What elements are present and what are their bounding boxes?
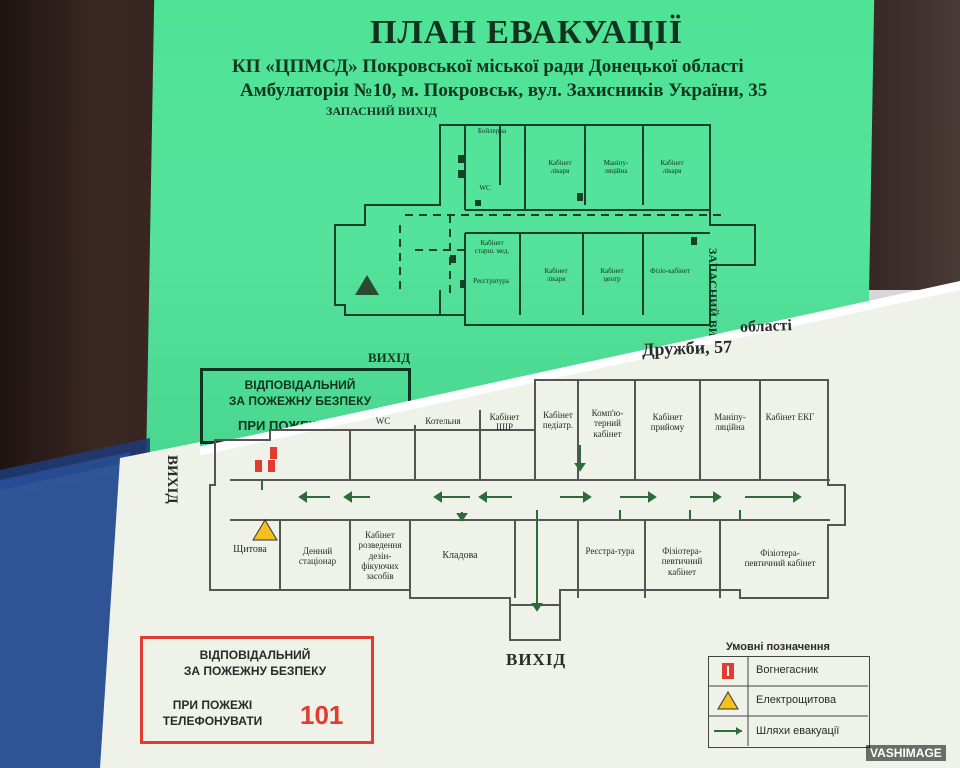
bottom-responsible-line-2: ЗА ПОЖЕЖНУ БЕЗПЕКУ (183, 663, 327, 678)
top-room-reg: Реєстратура (473, 277, 509, 285)
bottom-fire-text: ПРИ ПОЖЕЖІ ТЕЛЕФОНУВАТИ (150, 698, 275, 729)
bottom-responsible-box (140, 636, 374, 744)
bottom-main-exit-label: ВИХІД (506, 650, 567, 669)
top-main-exit-label: ВИХІД (368, 350, 411, 365)
top-room-boiler: Бойлерна (477, 127, 507, 135)
bottom-fire-line-2: ТЕЛЕФОНУВАТИ (162, 713, 263, 728)
top-room-cab-3: Кабінет лікаря (544, 267, 568, 283)
bottom-room-dez: Кабінет розведення дезін-фікуючих засобі… (358, 530, 402, 582)
bottom-room-physio-1: Фізіотера-певтичний кабінет (661, 546, 703, 577)
bottom-room-cab-prym: Кабінет прийому (650, 412, 685, 433)
watermark: VASHIMAGE (866, 745, 946, 761)
bottom-room-reg: Реєстра-тура (585, 546, 635, 556)
bottom-header-line-1: області (739, 317, 793, 336)
top-room-wc: WC (479, 184, 491, 192)
legend-symbols (708, 656, 868, 746)
electric-panel-icon (717, 691, 739, 710)
bottom-responsible-text: ВІДПОВІДАЛЬНИЙ ЗА ПОЖЕЖНУ БЕЗПЕКУ (150, 648, 360, 679)
bottom-room-comp: Комп'ю-терний кабінет (591, 408, 624, 439)
bottom-room-manip: Маніпу-ляційна (714, 412, 746, 433)
bottom-room-storage: Кладова (442, 550, 478, 561)
bottom-side-exit-label: ВИХІД (164, 455, 180, 504)
top-floor-plan (334, 124, 756, 326)
bottom-room-physio-2: Фізіотера-певтичний кабінет (744, 548, 816, 569)
legend-item-2: Електрощитова (756, 694, 837, 706)
top-sign-subtitle-1: КП «ЦПМСД» Покровської міської ради Доне… (232, 56, 744, 77)
top-responsible-line-2: ЗА ПОЖЕЖНУ БЕЗПЕКУ (228, 393, 372, 408)
bottom-room-cab-ekg: Кабінет ЕКГ (765, 412, 815, 422)
top-room-cab-star: Кабінет старш. мед. (474, 239, 510, 255)
bottom-room-boiler: Котельня (425, 416, 461, 426)
legend-item-1: Вогнегасник (756, 664, 819, 676)
top-room-cab-1: Кабінет лікаря (548, 159, 572, 175)
legend-item-3: Шляхи евакуації (756, 725, 840, 737)
top-room-physio: Фізіо-кабінет (650, 267, 690, 275)
legend-box (708, 656, 870, 748)
top-room-manip: Маніпу-ляційна (603, 159, 629, 175)
top-room-cab-4: Кабінет центр (600, 267, 624, 283)
bottom-room-cab-pediatr: Кабінет педіатр. (542, 410, 574, 431)
bottom-room-shchytova: Щитова (233, 544, 267, 555)
bottom-room-wc: WC (375, 416, 391, 426)
legend-title: Умовні позначення (726, 641, 830, 653)
top-room-cab-2: Кабінет лікаря (660, 159, 684, 175)
top-responsible-text: ВІДПОВІДАЛЬНИЙ ЗА ПОЖЕЖНУ БЕЗПЕКУ (210, 378, 390, 409)
top-sign-subtitle-2: Амбулаторія №10, м. Покровськ, вул. Захи… (240, 80, 768, 101)
top-spare-exit-label: ЗАПАСНИЙ ВИХІД (326, 104, 437, 118)
bottom-header-line-2: Дружби, 57 (641, 336, 733, 360)
top-sign-title: ПЛАН ЕВАКУАЦІЇ (370, 14, 683, 51)
fire-phone-number: 101 (300, 700, 344, 730)
bottom-responsible-line-1: ВІДПОВІДАЛЬНИЙ (199, 648, 311, 662)
top-responsible-line-1: ВІДПОВІДАЛЬНИЙ (244, 378, 356, 392)
bottom-room-cab-hir: Кабінет ШІР (489, 412, 520, 433)
bottom-room-day: Денний стаціонар (298, 546, 337, 567)
bottom-fire-line-1: ПРИ ПОЖЕЖІ (172, 698, 253, 712)
